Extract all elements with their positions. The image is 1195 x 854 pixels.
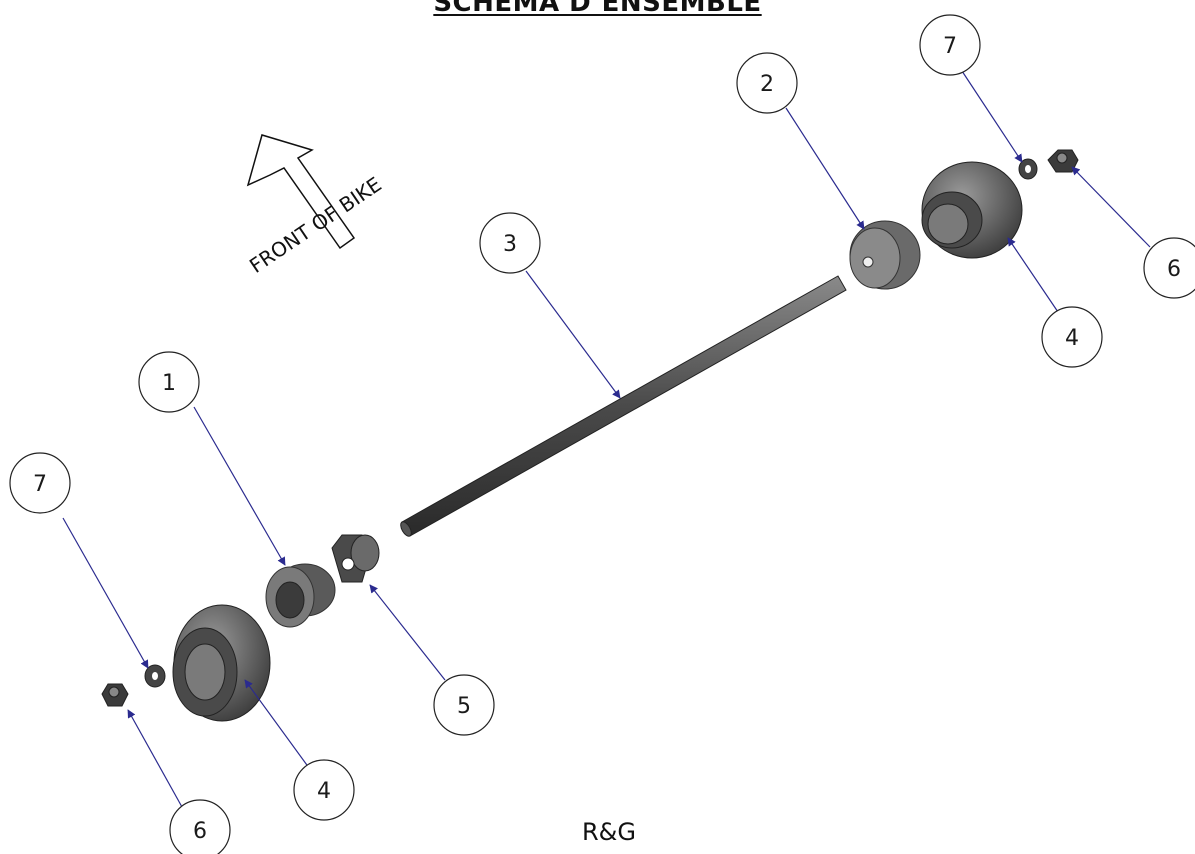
leader-lines	[62, 67, 1151, 808]
balloon-5: 5	[433, 674, 495, 736]
footer-brand: R&G	[582, 818, 636, 846]
balloon-4-left: 4	[293, 759, 355, 821]
part-4-puck-right	[921, 161, 1023, 259]
svg-text:5: 5	[457, 694, 471, 719]
part-7-washer-left	[144, 664, 166, 688]
svg-text:2: 2	[760, 72, 774, 97]
front-direction-arrow	[246, 134, 356, 250]
part-6-nut-right	[1047, 149, 1079, 173]
balloon-6-right: 6	[1143, 237, 1195, 299]
diagram-title: SCHEMA D’ENSEMBLE	[433, 0, 762, 18]
balloon-7-right: 7	[919, 14, 981, 76]
svg-text:6: 6	[193, 819, 207, 844]
part-3-rod	[400, 275, 847, 537]
balloon-2: 2	[736, 52, 798, 114]
part-2-bushing	[849, 220, 921, 290]
svg-text:4: 4	[317, 779, 331, 804]
svg-text:3: 3	[503, 232, 517, 257]
balloon-6-left: 6	[169, 799, 231, 854]
part-6-nut-left	[101, 683, 129, 707]
balloon-3: 3	[479, 212, 541, 274]
balloon-1: 1	[138, 351, 200, 413]
part-4-puck-left	[172, 604, 271, 722]
svg-text:1: 1	[162, 371, 176, 396]
part-1-bushing	[265, 563, 336, 628]
svg-text:7: 7	[33, 472, 47, 497]
svg-text:6: 6	[1167, 257, 1181, 282]
svg-text:4: 4	[1065, 326, 1079, 351]
balloon-7-left: 7	[9, 452, 71, 514]
part-5-hex-spacer	[331, 534, 380, 583]
balloon-4-right: 4	[1041, 306, 1103, 368]
svg-text:7: 7	[943, 34, 957, 59]
part-7-washer-right	[1018, 158, 1038, 180]
